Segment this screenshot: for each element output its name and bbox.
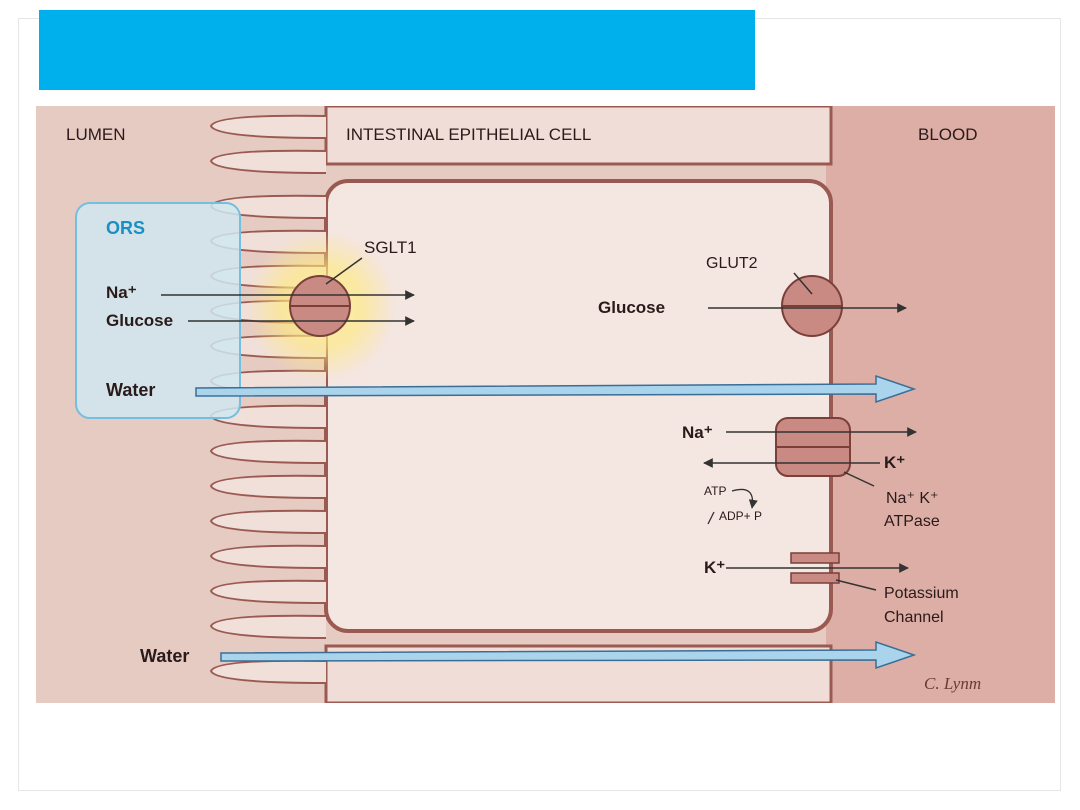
potassium-label-2: Channel: [884, 609, 944, 626]
glucose-out-label: Glucose: [598, 298, 665, 317]
sglt1-pointer: [325, 257, 363, 285]
cell-label: INTESTINAL EPITHELIAL CELL: [346, 125, 591, 144]
na-pump-label: Na⁺: [682, 423, 713, 442]
blood-label: BLOOD: [918, 125, 978, 144]
sglt1-label: SGLT1: [364, 238, 417, 257]
pump-pointer: [843, 471, 875, 487]
k-channel-pointer: [835, 579, 877, 591]
atp-label: ATP: [704, 484, 726, 498]
k-channel-top: [790, 552, 840, 564]
lumen-label: LUMEN: [66, 125, 126, 144]
potassium-label-1: Potassium: [884, 585, 959, 602]
water-lower-label: Water: [140, 646, 189, 666]
k-pump-label: K⁺: [884, 453, 905, 472]
na-in-label: Na⁺: [106, 283, 137, 302]
water-upper-label: Water: [106, 380, 155, 400]
water-lower-arrow: [220, 640, 917, 670]
pump-name-2: ATPase: [884, 513, 940, 530]
ors-box: [75, 202, 241, 419]
ors-label: ORS: [106, 218, 145, 238]
adp-slash: [707, 511, 715, 525]
k-channel-bottom: [790, 572, 840, 584]
pump-name-1: Na⁺ K⁺: [886, 490, 938, 507]
blood-region: [826, 106, 1055, 703]
k-channel-label: K⁺: [704, 558, 725, 577]
glut2-pointer: [793, 272, 813, 295]
title-bar: [39, 10, 755, 90]
artist-signature: C. Lynm: [924, 674, 981, 693]
glucose-in-label: Glucose: [106, 311, 173, 330]
epithelial-transport-diagram: LUMEN INTESTINAL EPITHELIAL CELL BLOOD O…: [36, 106, 1055, 703]
adp-label: ADP+ P: [719, 509, 762, 523]
glut2-label: GLUT2: [706, 255, 758, 272]
atp-curve: [731, 488, 758, 509]
water-upper-arrow: [195, 374, 917, 404]
